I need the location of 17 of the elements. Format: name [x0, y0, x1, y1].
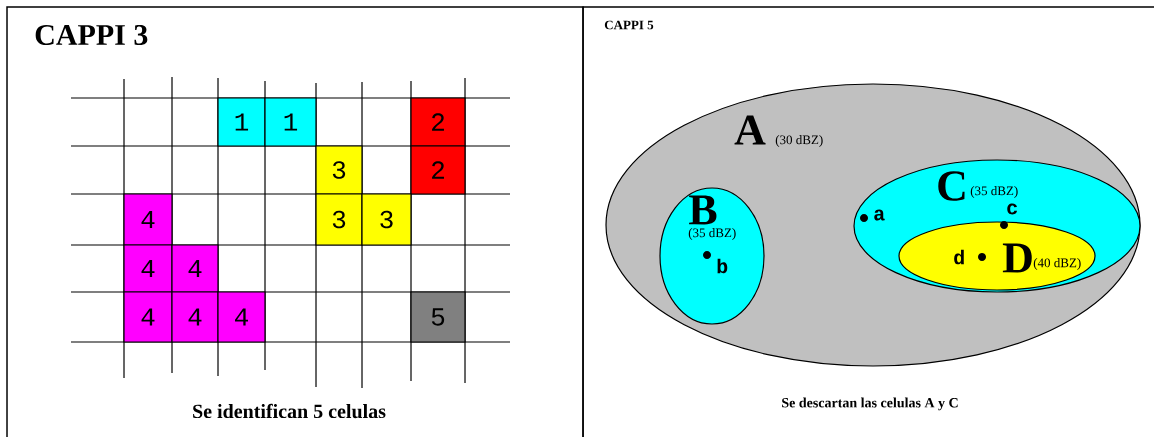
grid-cell: 4: [123, 193, 173, 246]
grid-cell: 3: [315, 145, 363, 195]
grid-cell: 2: [410, 145, 466, 195]
grid-cell: 5: [410, 291, 466, 343]
grid-cell: 4: [217, 291, 266, 343]
point-label: a: [860, 209, 885, 222]
grid-cell: 2: [410, 97, 466, 147]
point-label: d: [954, 249, 986, 265]
grid-cell: 4: [171, 291, 219, 343]
grid-cell: 3: [361, 193, 412, 246]
grid-cell: 4: [171, 244, 219, 293]
grid-cell: 4: [123, 291, 173, 343]
grid-cell: 3: [315, 193, 363, 246]
grid-cell: 4: [123, 244, 173, 293]
point-label: b: [703, 251, 728, 274]
grid-cell: 1: [264, 97, 317, 147]
grid-cell: 1: [217, 97, 266, 147]
